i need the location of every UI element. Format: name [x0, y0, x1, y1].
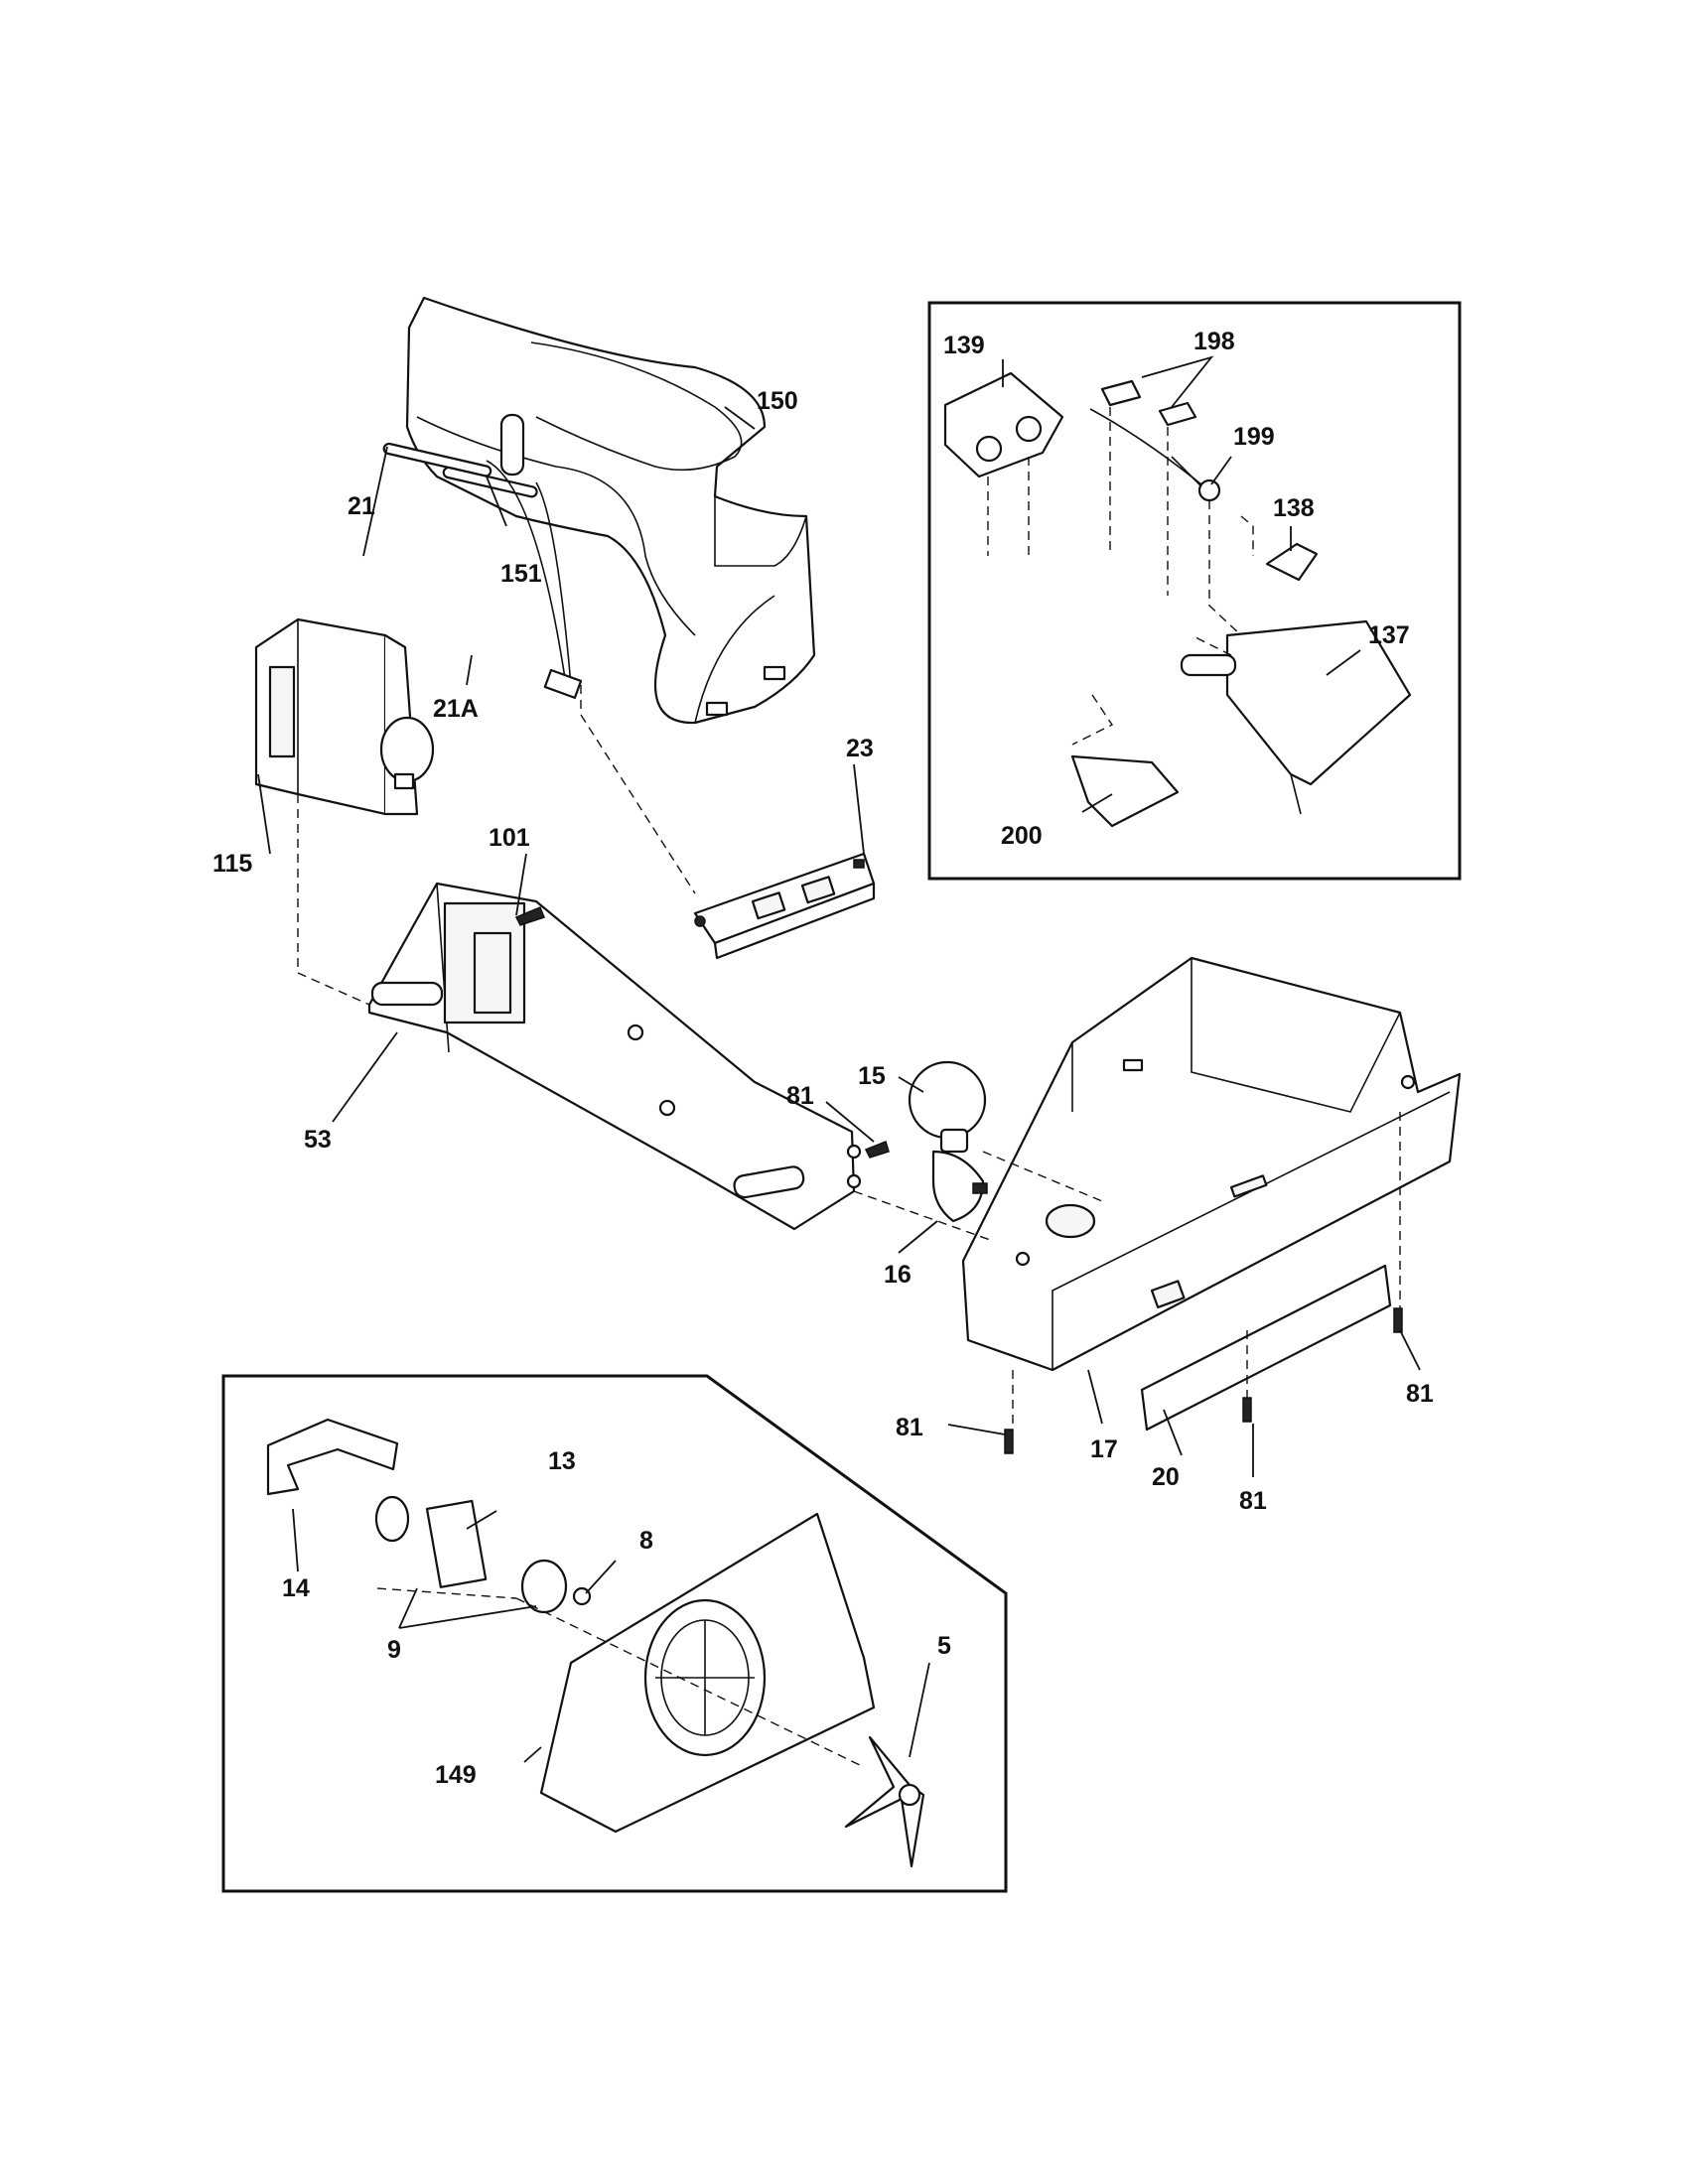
callout-9: 9	[387, 1636, 401, 1664]
callout-81-c: 81	[1406, 1380, 1434, 1408]
inset-frame-ice-chute	[927, 301, 1462, 881]
part-bracket-14	[266, 1418, 399, 1496]
part-screw-101	[514, 906, 545, 926]
callout-200: 200	[1001, 822, 1043, 850]
part-lever-200	[1070, 754, 1180, 828]
alignment-lines	[297, 407, 1401, 1768]
part-lamp-socket	[931, 1150, 988, 1223]
part-brackets-198	[1100, 379, 1197, 427]
part-housing-bracket	[367, 882, 862, 1231]
callout-199: 199	[1233, 423, 1275, 451]
part-trim-panel	[1140, 1264, 1392, 1432]
part-screw-81-a	[864, 1140, 890, 1159]
callout-20: 20	[1152, 1463, 1180, 1491]
callout-5: 5	[937, 1632, 951, 1660]
part-fan-motor-13	[374, 1495, 568, 1614]
part-light-bulb	[908, 1060, 987, 1154]
part-control-module	[254, 617, 435, 816]
callout-23: 23	[846, 735, 874, 762]
callout-101: 101	[489, 824, 530, 852]
callout-198: 198	[1193, 328, 1235, 355]
callout-81-a: 81	[786, 1082, 814, 1110]
callout-115: 115	[212, 850, 252, 878]
part-fan-blade-5	[844, 1735, 925, 1868]
callout-53: 53	[304, 1126, 332, 1154]
part-screws-81	[1004, 1307, 1403, 1454]
callout-13: 13	[548, 1447, 576, 1475]
callout-14: 14	[282, 1574, 310, 1602]
part-ice-chute-housing	[405, 296, 816, 725]
callout-81-d: 81	[896, 1414, 923, 1441]
callout-16: 16	[884, 1261, 912, 1289]
callout-150: 150	[757, 387, 798, 415]
callout-81-b: 81	[1239, 1487, 1267, 1515]
part-clip-138	[1265, 542, 1319, 582]
callout-151: 151	[500, 560, 542, 588]
callout-139: 139	[943, 332, 985, 359]
callout-21a: 21A	[433, 695, 479, 723]
part-dispenser-housing	[961, 956, 1462, 1372]
inset-frame-fan-assembly	[221, 1374, 1008, 1893]
callout-17: 17	[1090, 1435, 1118, 1463]
part-door-137	[1180, 619, 1412, 815]
callout-137: 137	[1368, 621, 1410, 649]
callout-15: 15	[858, 1062, 886, 1090]
callout-138: 138	[1273, 494, 1315, 522]
callout-8: 8	[639, 1527, 653, 1555]
callout-149: 149	[435, 1761, 477, 1789]
part-fan-shroud-149	[539, 1512, 876, 1834]
part-actuator-139	[943, 371, 1064, 478]
leader-lines	[257, 355, 1421, 1763]
part-display-board	[693, 852, 876, 960]
part-thermistor-harness	[382, 442, 583, 699]
callout-21: 21	[348, 492, 375, 520]
